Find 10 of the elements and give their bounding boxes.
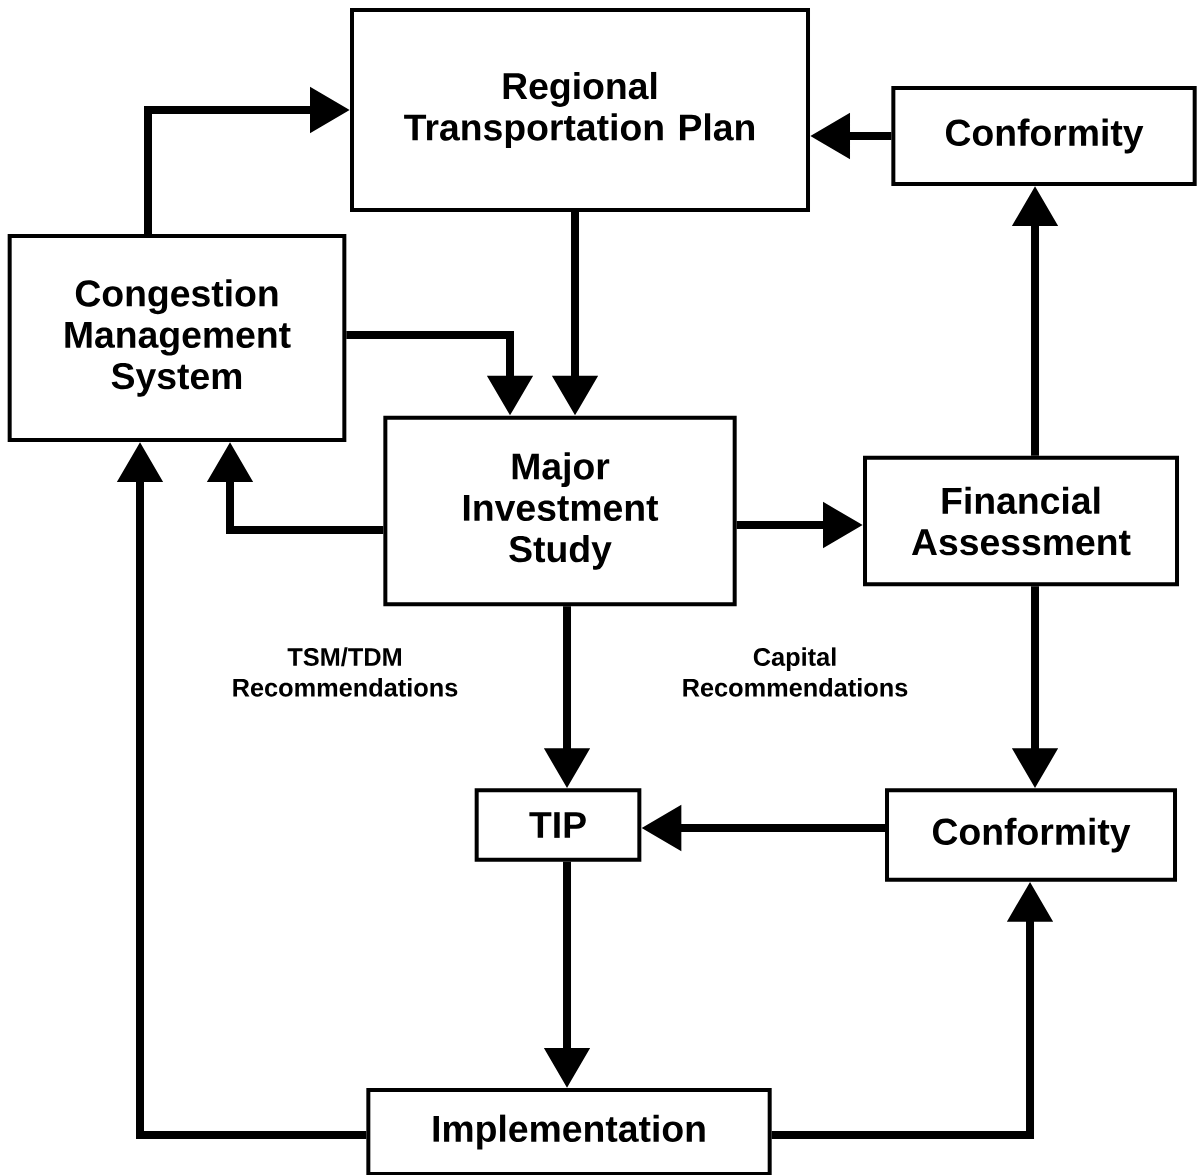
process-box: Financial Assessment xyxy=(863,455,1179,587)
note-text: TSM/TDM Recommendations xyxy=(233,647,458,697)
process-box: Congestion Management System xyxy=(7,234,347,442)
process-box: Implementation xyxy=(366,1088,772,1175)
process-box: Conformity xyxy=(885,788,1177,882)
process-box: Major Investment Study xyxy=(383,415,737,607)
note-text: Capital Recommendations xyxy=(683,647,908,697)
process-box: Conformity xyxy=(891,86,1197,186)
process-box: Regional Transportation Plan xyxy=(350,8,810,212)
process-box: TIP xyxy=(474,788,642,862)
